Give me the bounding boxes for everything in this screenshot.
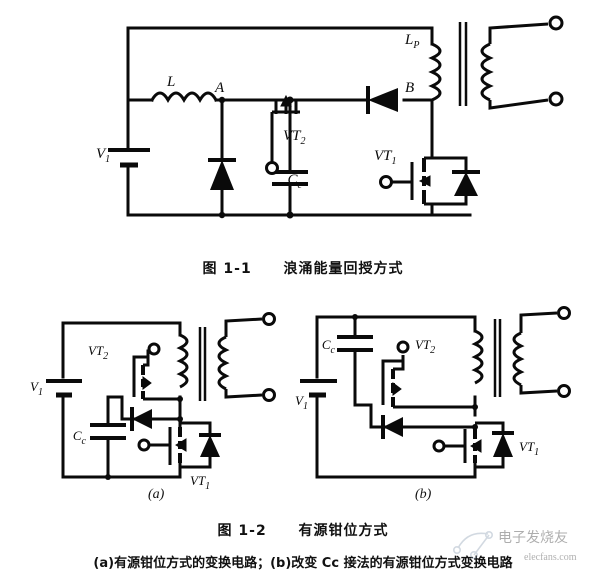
label-inductor-l: L xyxy=(166,74,175,90)
diode-b xyxy=(366,86,398,114)
figure-1-2a-circuit: V1 Cc xyxy=(30,305,290,495)
panel-a-tag: (a) xyxy=(148,487,165,502)
mosfet-vt2-b xyxy=(369,340,475,429)
clamp-capacitor-cc xyxy=(272,170,308,186)
body-diode-vt2-b xyxy=(381,415,403,439)
transformer-primary-a xyxy=(176,333,189,389)
dc-source-v1-b xyxy=(300,379,337,401)
transformer-core-a xyxy=(198,327,207,401)
figure-1-1-circuit: VT2 xyxy=(0,0,606,250)
figure-1-1-svg: VT2 xyxy=(96,15,564,219)
junction-dots-b xyxy=(352,314,478,430)
label-vt1-a: VT1 xyxy=(190,473,210,492)
transformer-primary-b xyxy=(471,329,484,385)
label-vt2-b: VT2 xyxy=(415,337,435,356)
mosfet-vt1-b xyxy=(432,421,505,477)
figure-1-2b-svg: V1 Cc xyxy=(295,306,571,479)
figure-1-2-caption-number: 图 1-2 xyxy=(217,523,267,539)
label-vt2-a: VT2 xyxy=(88,343,108,362)
mosfet-vt1-a xyxy=(137,419,212,477)
label-cc-a: Cc xyxy=(73,428,87,447)
output-terminals-a xyxy=(262,312,276,402)
label-lp: LP xyxy=(404,32,419,51)
transformer-secondary-b xyxy=(512,311,558,395)
mosfet-vt2-a xyxy=(120,342,180,421)
label-vt2: VT2 xyxy=(283,128,306,147)
clamp-capacitor-cc-a xyxy=(90,423,126,440)
transformer-secondary xyxy=(480,22,549,110)
label-node-a: A xyxy=(214,80,225,96)
label-vt1-b: VT1 xyxy=(519,439,539,458)
body-diode-vt1 xyxy=(452,170,480,196)
transformer-core-b xyxy=(493,319,502,397)
dc-source-v1 xyxy=(108,148,150,176)
figure-1-1-caption: 图 1-1 浪涌能量回授方式 xyxy=(0,258,606,278)
transformer-core xyxy=(458,22,468,106)
body-diode-vt1-b xyxy=(492,431,514,457)
label-v1-b: V1 xyxy=(295,393,308,412)
mosfet-vt1 xyxy=(379,155,468,215)
figure-1-2-caption: 图 1-2 有源钳位方式 xyxy=(0,520,606,540)
figure-1-1-caption-number: 图 1-1 xyxy=(202,261,252,277)
panel-b-tag: (b) xyxy=(415,487,432,502)
transformer-primary xyxy=(428,42,442,102)
label-cc-b: Cc xyxy=(322,337,336,356)
output-terminals xyxy=(548,15,564,107)
label-node-b: B xyxy=(405,80,414,96)
figure-1-2-description: (a)有源钳位方式的变换电路；(b)改变 Cc 接法的有源钳位方式变换电路 xyxy=(93,556,513,571)
clamp-capacitor-cc-b xyxy=(337,335,373,352)
body-diode-vt1-a xyxy=(199,433,221,457)
junction-dots xyxy=(218,96,294,219)
figure-1-1-caption-title: 浪涌能量回授方式 xyxy=(283,261,404,277)
output-terminals-b xyxy=(557,306,571,398)
figure-1-2-caption-title: 有源钳位方式 xyxy=(298,523,389,539)
body-diode-vt2-a xyxy=(130,407,152,431)
mosfet-vt2 xyxy=(265,94,300,175)
label-v1-a: V1 xyxy=(30,379,43,398)
dc-source-v1-a xyxy=(46,379,82,401)
figure-1-2a-svg: V1 Cc xyxy=(30,312,276,492)
figure-1-2b-circuit: V1 Cc xyxy=(295,305,575,495)
transformer-secondary-a xyxy=(217,317,263,399)
freewheel-diode-d1 xyxy=(208,158,236,190)
label-vt1: VT1 xyxy=(374,148,397,167)
junction-dots-a xyxy=(105,396,183,480)
